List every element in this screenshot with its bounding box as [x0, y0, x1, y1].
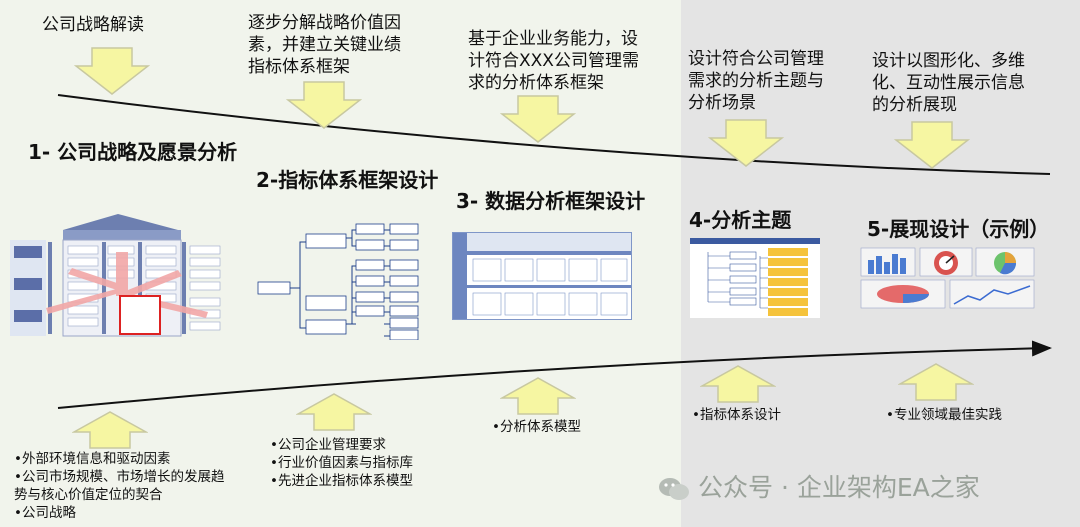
strategy-house-thumbnail [8, 212, 236, 340]
stage-title-4: 4-分析主题 [689, 208, 792, 232]
top-curve [57, 94, 1051, 175]
text-line: •公司企业管理要求 [270, 437, 386, 453]
text-line: 逐步分解战略价值因 [248, 13, 401, 33]
text-line: 计符合XXX公司管理需 [468, 51, 639, 71]
up-arrow-2 [296, 393, 372, 431]
up-arrow-1 [72, 411, 148, 449]
text-line: 的分析展现 [872, 95, 957, 115]
dashboard-examples-thumbnail [860, 246, 1036, 310]
top-note-1: 公司战略解读 [42, 14, 144, 36]
text-line: 设计以图形化、多维 [872, 51, 1025, 71]
stage-title-1: 1- 公司战略及愿景分析 [28, 140, 238, 164]
bottom-note-1: •外部环境信息和驱动因素 •公司市场规模、市场增长的发展趋 势与核心价值定位的契… [14, 450, 224, 522]
text-line: 势与核心价值定位的契合 [14, 487, 163, 503]
text-line: 基于企业业务能力，设 [468, 29, 638, 49]
bottom-curve [57, 340, 1052, 409]
bottom-note-5: •专业领域最佳实践 [886, 406, 1002, 424]
down-arrow-1 [74, 47, 150, 95]
down-arrow-4 [708, 119, 784, 167]
text-line: 设计符合公司管理 [688, 49, 824, 69]
up-arrow-3 [500, 377, 576, 415]
wechat-icon [658, 475, 690, 503]
text-line: •专业领域最佳实践 [886, 407, 1002, 423]
down-arrow-3 [500, 95, 576, 143]
text-line: 素，并建立关键业绩 [248, 35, 401, 55]
text-line: •先进企业指标体系模型 [270, 473, 413, 489]
analysis-framework-thumbnail [452, 232, 632, 320]
top-note-4: 设计符合公司管理 需求的分析主题与 分析场景 [688, 48, 824, 114]
text-line: 求的分析体系框架 [468, 73, 604, 93]
stage-title-3: 3- 数据分析框架设计 [456, 189, 646, 213]
text-line: •外部环境信息和驱动因素 [14, 451, 171, 467]
stage-title-5: 5-展现设计（示例） [867, 217, 1050, 241]
bottom-note-2: •公司企业管理要求 •行业价值因素与指标库 •先进企业指标体系模型 [270, 436, 413, 490]
text-line: •公司市场规模、市场增长的发展趋 [14, 469, 225, 485]
up-arrow-5 [898, 363, 974, 401]
down-arrow-2 [286, 81, 362, 129]
text-line: •行业价值因素与指标库 [270, 455, 413, 471]
watermark: 公众号 · 企业架构EA之家 [658, 468, 980, 504]
analysis-topics-thumbnail [690, 238, 820, 318]
watermark-text: 公众号 · 企业架构EA之家 [698, 473, 980, 502]
stage-title-2: 2-指标体系框架设计 [256, 168, 439, 192]
indicator-tree-thumbnail [256, 212, 426, 340]
top-note-2: 逐步分解战略价值因 素，并建立关键业绩 指标体系框架 [248, 12, 401, 78]
up-arrow-4 [700, 365, 776, 403]
text-line: 需求的分析主题与 [688, 71, 824, 91]
text-line: •指标体系设计 [692, 407, 781, 423]
text-line: •分析体系模型 [492, 419, 581, 435]
top-note-5: 设计以图形化、多维 化、互动性展示信息 的分析展现 [872, 50, 1025, 116]
bottom-note-3: •分析体系模型 [492, 418, 581, 436]
down-arrow-5 [894, 121, 970, 169]
text-line: 分析场景 [688, 93, 756, 113]
text-line: 化、互动性展示信息 [872, 73, 1025, 93]
top-note-3: 基于企业业务能力，设 计符合XXX公司管理需 求的分析体系框架 [468, 28, 639, 94]
bottom-note-4: •指标体系设计 [692, 406, 781, 424]
text-line: 公司战略解读 [42, 15, 144, 35]
text-line: •公司战略 [14, 505, 76, 521]
text-line: 指标体系框架 [248, 57, 350, 77]
